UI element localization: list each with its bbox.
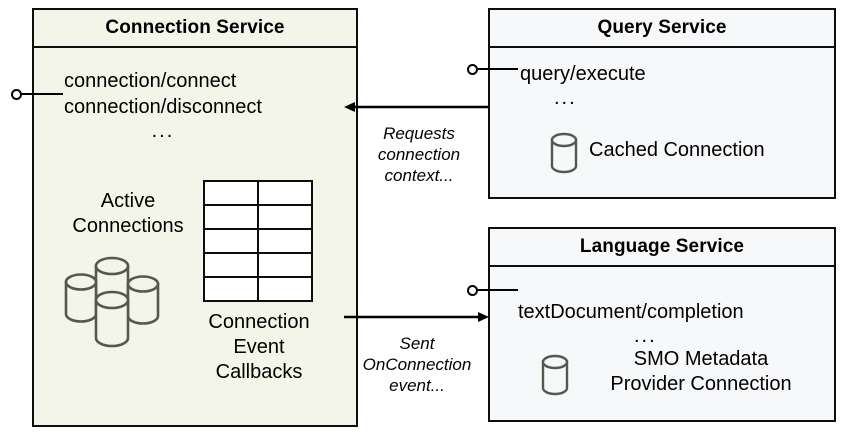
interface-stem-icon (478, 289, 518, 291)
table-cell (257, 180, 313, 206)
component-connection-service[interactable]: Connection Service connection/connect co… (32, 8, 358, 427)
connection-service-title: Connection Service (34, 10, 356, 48)
language-service-body: textDocument/completion ... SMO Metadata… (490, 267, 834, 420)
table-cell (203, 228, 259, 254)
interface-ring-icon (11, 89, 22, 100)
table-row (203, 228, 313, 254)
callbacks-line1: Connection (208, 311, 310, 333)
arrow2-label-line3: event... (389, 376, 445, 395)
query-service-body: query/execute ... Cached Connection (490, 48, 834, 197)
query-service-api-ellipsis: ... (554, 87, 577, 109)
table-cell (257, 252, 313, 278)
connection-event-callbacks-table[interactable] (203, 180, 313, 302)
table-cell (203, 180, 259, 206)
query-service-provided-interface[interactable] (467, 64, 519, 76)
database-cylinder-icon (550, 132, 578, 174)
database-stack-icon (64, 256, 160, 348)
arrow-label-requests-connection-context: Requests connection context... (359, 123, 479, 186)
arrow1-label-line3: context... (384, 166, 454, 185)
interface-ring-icon (467, 64, 478, 75)
table-cell (257, 276, 313, 302)
table-cell (203, 252, 259, 278)
database-cylinder-icon (541, 354, 569, 396)
interface-stem-icon (478, 68, 518, 70)
arrow-connection-to-language (344, 312, 489, 322)
language-service-provided-interface[interactable] (467, 285, 519, 297)
smo-label-line1: SMO Metadata (633, 348, 769, 370)
component-language-service[interactable]: Language Service textDocument/completion… (488, 227, 836, 422)
query-service-title: Query Service (490, 10, 834, 48)
connection-service-api-ellipsis: ... (151, 120, 175, 142)
arrow2-label-line1: Sent (399, 334, 435, 353)
active-connections-line2: Connections (72, 215, 184, 237)
arrow-query-to-connection (344, 102, 488, 112)
language-service-api-ellipsis: ... (634, 325, 657, 347)
table-cell (257, 204, 313, 230)
interface-ring-icon (467, 285, 478, 296)
callbacks-line3: Callbacks (215, 361, 303, 383)
connection-service-api-list: connection/connect connection/disconnect… (64, 68, 262, 142)
connection-service-provided-interface[interactable] (11, 89, 63, 101)
connection-service-body: connection/connect connection/disconnect… (34, 48, 356, 425)
table-cell (203, 276, 259, 302)
smo-label-line2: Provider Connection (610, 373, 792, 395)
arrow-label-sent-onconnection-event: Sent OnConnection event... (350, 333, 484, 396)
arrow1-label-line2: connection (377, 145, 461, 164)
connection-event-callbacks-caption: Connection Event Callbacks (188, 310, 330, 385)
active-connections-line1: Active (100, 190, 156, 212)
smo-metadata-provider-connection-label: SMO Metadata Provider Connection (582, 347, 820, 397)
table-row (203, 204, 313, 230)
language-service-api-list: textDocument/completion ... (518, 299, 744, 347)
cached-connection-label: Cached Connection (589, 139, 765, 161)
api-connection-connect: connection/connect (64, 70, 237, 92)
callbacks-line2: Event (233, 336, 285, 358)
active-connections-caption: Active Connections (52, 189, 204, 239)
table-cell (257, 228, 313, 254)
query-service-api-list: query/execute ... (520, 61, 646, 109)
table-row (203, 252, 313, 278)
arrow2-label-line2: OnConnection (362, 355, 472, 374)
table-row (203, 276, 313, 302)
language-service-title: Language Service (490, 229, 834, 267)
component-query-service[interactable]: Query Service query/execute ... Cached C… (488, 8, 836, 199)
api-textdocument-completion: textDocument/completion (518, 301, 744, 323)
interface-stem-icon (22, 93, 63, 95)
api-query-execute: query/execute (520, 63, 646, 85)
table-row (203, 180, 313, 206)
table-cell (203, 204, 259, 230)
arrow1-label-line1: Requests (383, 124, 455, 143)
api-connection-disconnect: connection/disconnect (64, 96, 262, 118)
